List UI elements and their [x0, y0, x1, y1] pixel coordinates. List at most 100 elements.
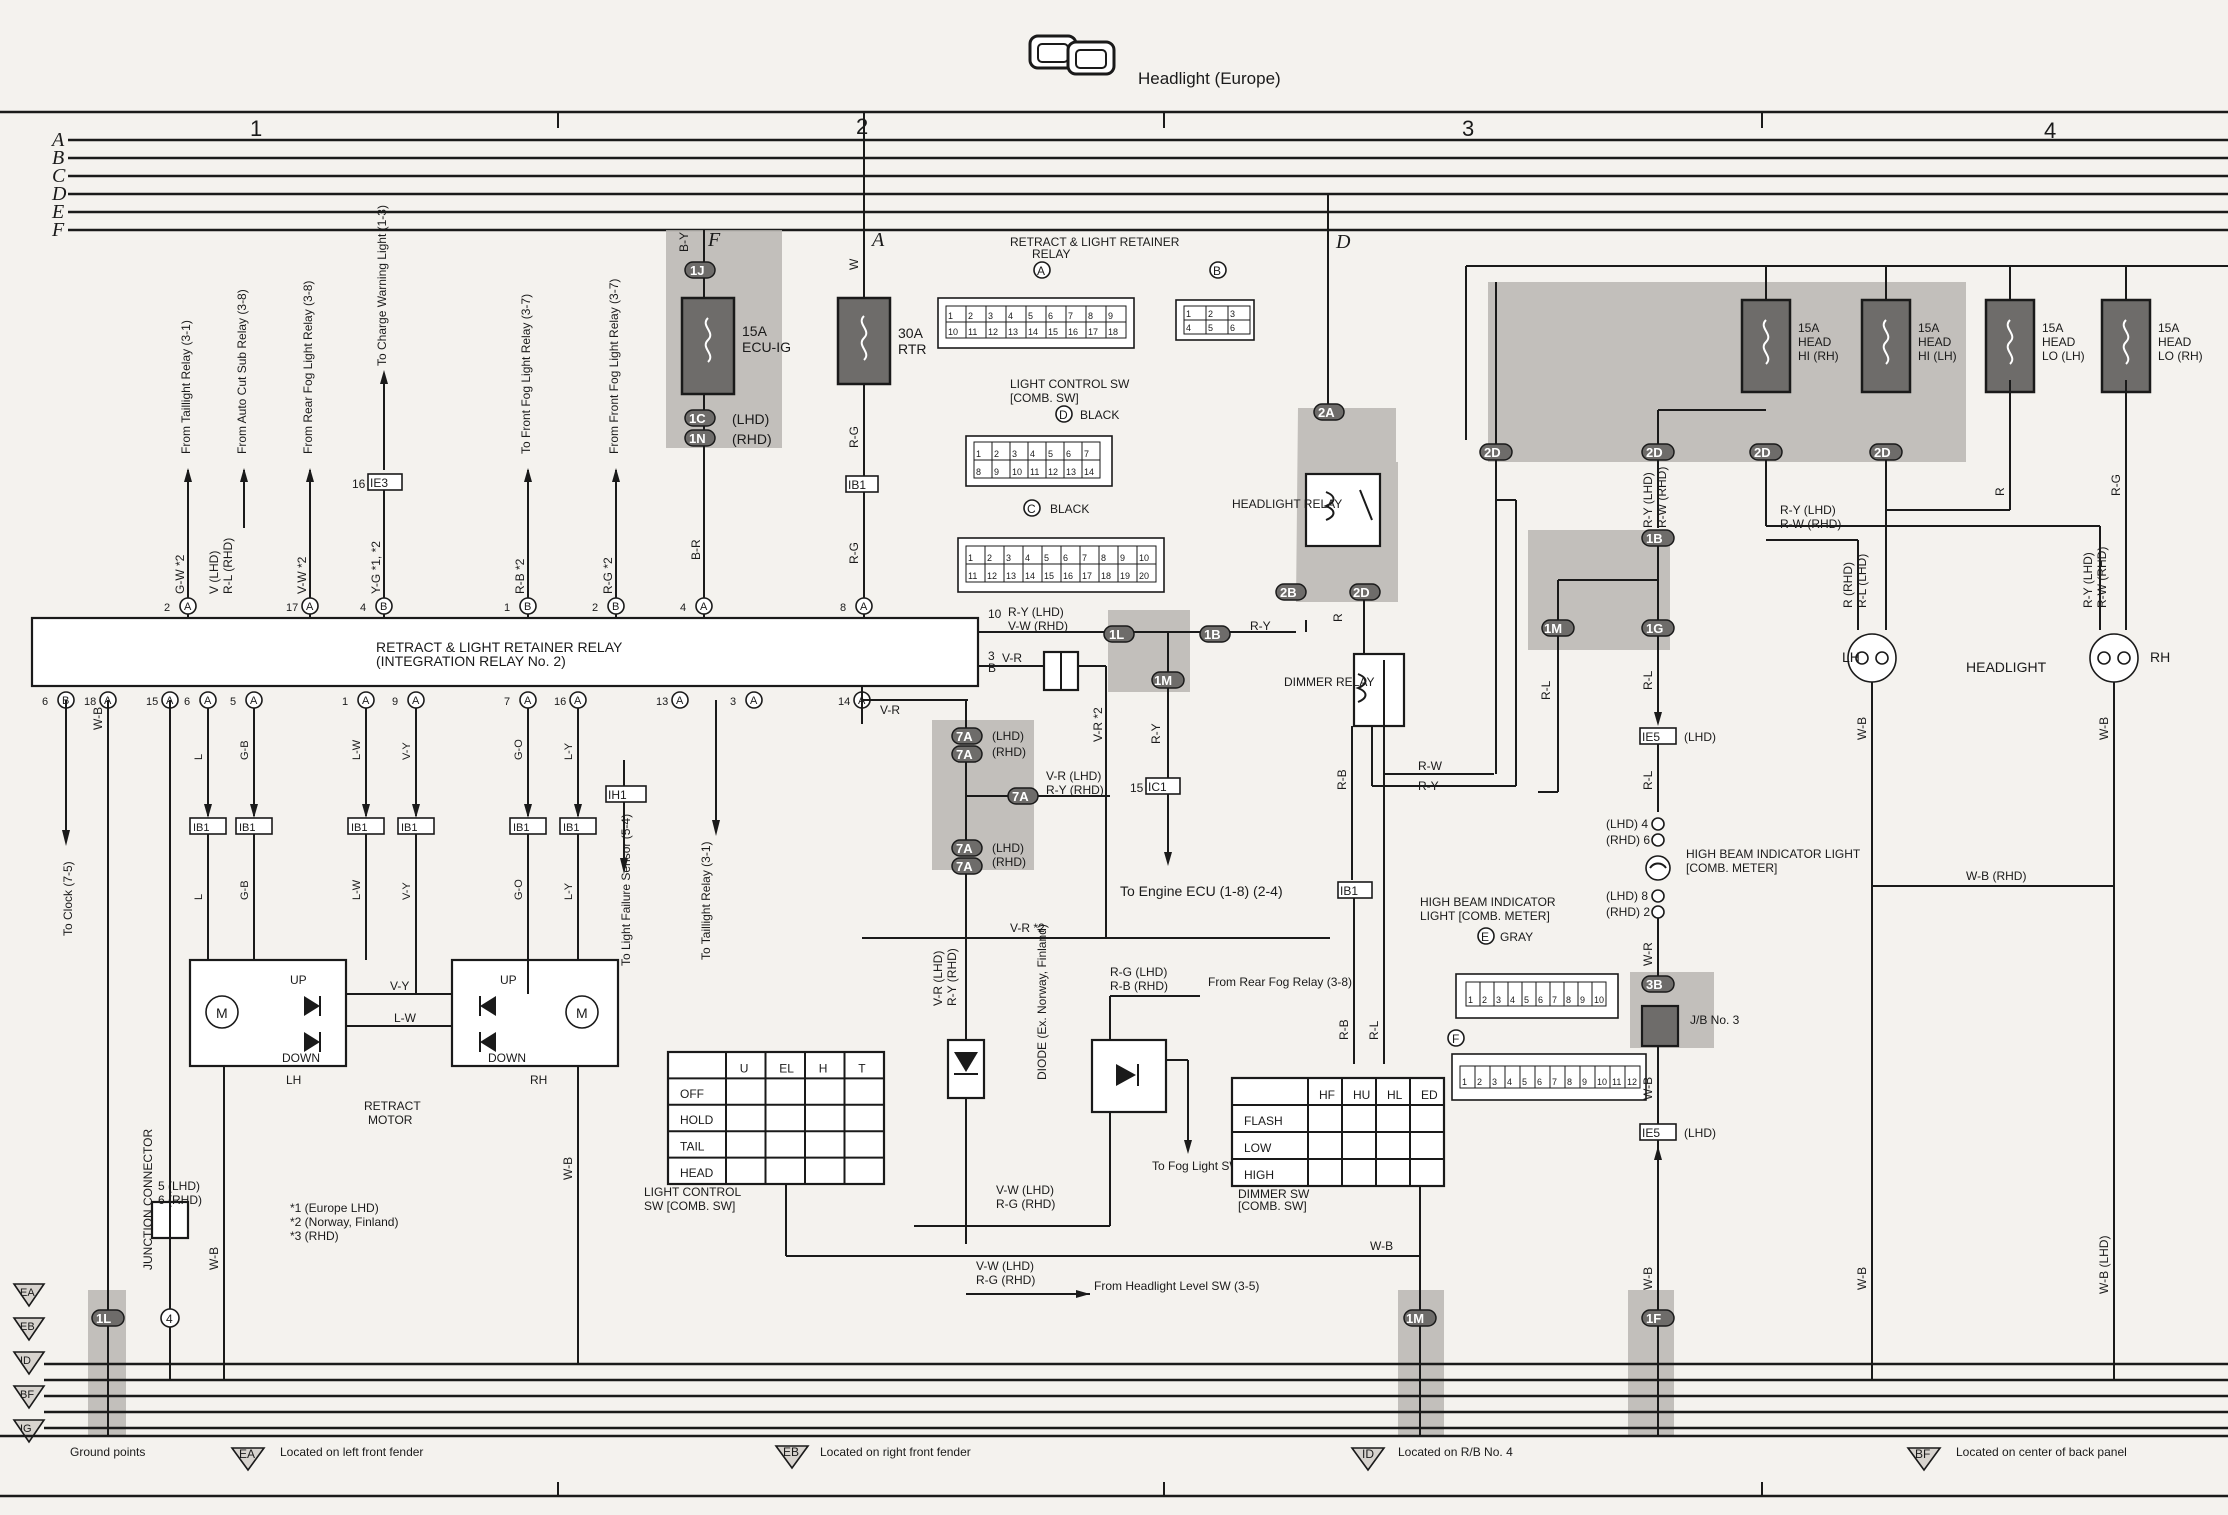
svg-text:4: 4	[680, 602, 686, 614]
svg-text:3: 3	[1012, 449, 1017, 459]
svg-text:7: 7	[1552, 995, 1557, 1005]
svg-text:18: 18	[1101, 571, 1111, 581]
svg-text:8: 8	[1567, 1077, 1572, 1087]
svg-text:From Rear Fog Relay (3-8): From Rear Fog Relay (3-8)	[1208, 975, 1352, 989]
wire-label-by: B-Y	[677, 232, 691, 252]
svg-text:11: 11	[1612, 1077, 1621, 1087]
headlight-icon	[1028, 34, 1116, 76]
svg-text:B-R: B-R	[689, 539, 703, 560]
svg-text:LIGHT [COMB. METER]: LIGHT [COMB. METER]	[1420, 909, 1550, 923]
svg-text:L-Y: L-Y	[563, 742, 575, 760]
svg-text:DIODE (Ex. Norway, Finland): DIODE (Ex. Norway, Finland)	[1035, 924, 1049, 1080]
footer-ea: Located on left front fender	[280, 1445, 423, 1459]
svg-text:ID: ID	[1362, 1447, 1374, 1461]
svg-text:W-B (RHD): W-B (RHD)	[1966, 869, 2026, 883]
svg-text:A: A	[204, 695, 212, 707]
svg-text:8: 8	[1566, 995, 1571, 1005]
svg-text:HL: HL	[1387, 1088, 1403, 1102]
svg-text:D: D	[1059, 408, 1068, 422]
svg-text:LIGHT CONTROL SW: LIGHT CONTROL SW	[1010, 377, 1130, 391]
svg-text:L: L	[193, 754, 205, 760]
svg-text:1: 1	[1186, 309, 1191, 319]
fuse-ecu-ig-line1: 15A	[742, 323, 768, 339]
svg-text:V-R: V-R	[1002, 651, 1022, 665]
svg-text:4: 4	[1030, 449, 1035, 459]
svg-text:V-Y: V-Y	[401, 882, 413, 900]
headlight-lh	[1847, 633, 1897, 683]
svg-text:4: 4	[1510, 995, 1515, 1005]
svg-text:A: A	[250, 695, 258, 707]
svg-text:HU: HU	[1353, 1088, 1370, 1102]
top-destinations: From Taillight Relay (3-1) From Auto Cut…	[173, 205, 621, 606]
svg-text:1J: 1J	[690, 263, 704, 278]
svg-text:IB1: IB1	[193, 822, 210, 834]
svg-text:R-L: R-L	[1641, 670, 1655, 690]
svg-text:9: 9	[994, 467, 999, 477]
svg-text:R-Y: R-Y	[1149, 723, 1163, 744]
svg-text:7: 7	[1552, 1077, 1557, 1087]
svg-text:15: 15	[146, 696, 158, 708]
svg-text:To Light Failure Sensor (5-4): To Light Failure Sensor (5-4)	[619, 814, 633, 966]
svg-text:15: 15	[1130, 781, 1144, 795]
svg-text:7: 7	[504, 696, 510, 708]
svg-text:9: 9	[1582, 1077, 1587, 1087]
svg-text:1: 1	[1462, 1077, 1467, 1087]
svg-text:4: 4	[1186, 323, 1191, 333]
svg-text:M: M	[576, 1005, 588, 1021]
svg-text:1C: 1C	[689, 411, 706, 426]
svg-text:13: 13	[656, 696, 668, 708]
svg-text:G-W *2: G-W *2	[173, 554, 187, 594]
svg-text:L-W: L-W	[351, 879, 363, 900]
svg-text:OFF: OFF	[680, 1087, 704, 1101]
svg-text:3B: 3B	[1646, 977, 1663, 992]
svg-text:W-B: W-B	[2097, 717, 2111, 740]
svg-text:(LHD): (LHD)	[1684, 730, 1716, 744]
svg-text:LIGHT CONTROL: LIGHT CONTROL	[644, 1185, 741, 1199]
power-buses: A B C D E F	[50, 129, 2228, 241]
svg-text:W-R: W-R	[1641, 942, 1655, 966]
svg-text:V-R *2: V-R *2	[1091, 707, 1105, 742]
svg-text:From Rear Fog Light Relay (3-8: From Rear Fog Light Relay (3-8)	[301, 281, 315, 454]
svg-text:From Front Fog Light Relay (3-: From Front Fog Light Relay (3-7)	[607, 279, 621, 454]
svg-text:A: A	[870, 229, 885, 251]
svg-text:IB1: IB1	[513, 822, 530, 834]
bus-label-d: D	[51, 183, 67, 205]
svg-text:R-W (RHD): R-W (RHD)	[1655, 467, 1669, 528]
svg-text:R-Y (RHD): R-Y (RHD)	[945, 948, 959, 1006]
svg-text:BLACK: BLACK	[1050, 502, 1089, 516]
headlight-relay	[1304, 472, 1382, 548]
svg-text:A: A	[524, 695, 532, 707]
svg-text:19: 19	[1120, 571, 1130, 581]
svg-text:SW [COMB. SW]: SW [COMB. SW]	[644, 1199, 735, 1213]
svg-text:6: 6	[184, 696, 190, 708]
svg-text:B: B	[612, 601, 619, 613]
svg-text:IC1: IC1	[1148, 780, 1167, 794]
svg-text:To Charge Warning Light (1-3): To Charge Warning Light (1-3)	[375, 205, 389, 366]
svg-text:1M: 1M	[1406, 1311, 1424, 1326]
svg-text:EB: EB	[783, 1445, 799, 1459]
svg-text:HI (LH): HI (LH)	[1918, 349, 1957, 363]
svg-text:12: 12	[987, 571, 997, 581]
column-label-3: 3	[1462, 116, 1474, 141]
bus-label-f: F	[51, 219, 65, 241]
svg-text:W-B: W-B	[1641, 1267, 1655, 1290]
svg-text:DIMMER RELAY: DIMMER RELAY	[1284, 675, 1374, 689]
svg-text:UP: UP	[290, 973, 307, 987]
svg-text:*1 (Europe LHD): *1 (Europe LHD)	[290, 1201, 379, 1215]
svg-text:A: A	[574, 695, 582, 707]
svg-text:1L: 1L	[96, 1311, 111, 1326]
svg-text:LO (RH): LO (RH)	[2158, 349, 2203, 363]
svg-text:R-B (RHD): R-B (RHD)	[1110, 979, 1168, 993]
bus-label-c: C	[52, 165, 66, 187]
svg-text:HEAD: HEAD	[2042, 335, 2076, 349]
svg-text:15A: 15A	[2158, 321, 2179, 335]
svg-text:LH: LH	[1842, 649, 1860, 665]
svg-text:RH: RH	[530, 1073, 547, 1087]
svg-text:IB1: IB1	[563, 822, 580, 834]
retract-motor-lh: M	[188, 958, 348, 1068]
svg-text:V-R: V-R	[880, 703, 900, 717]
